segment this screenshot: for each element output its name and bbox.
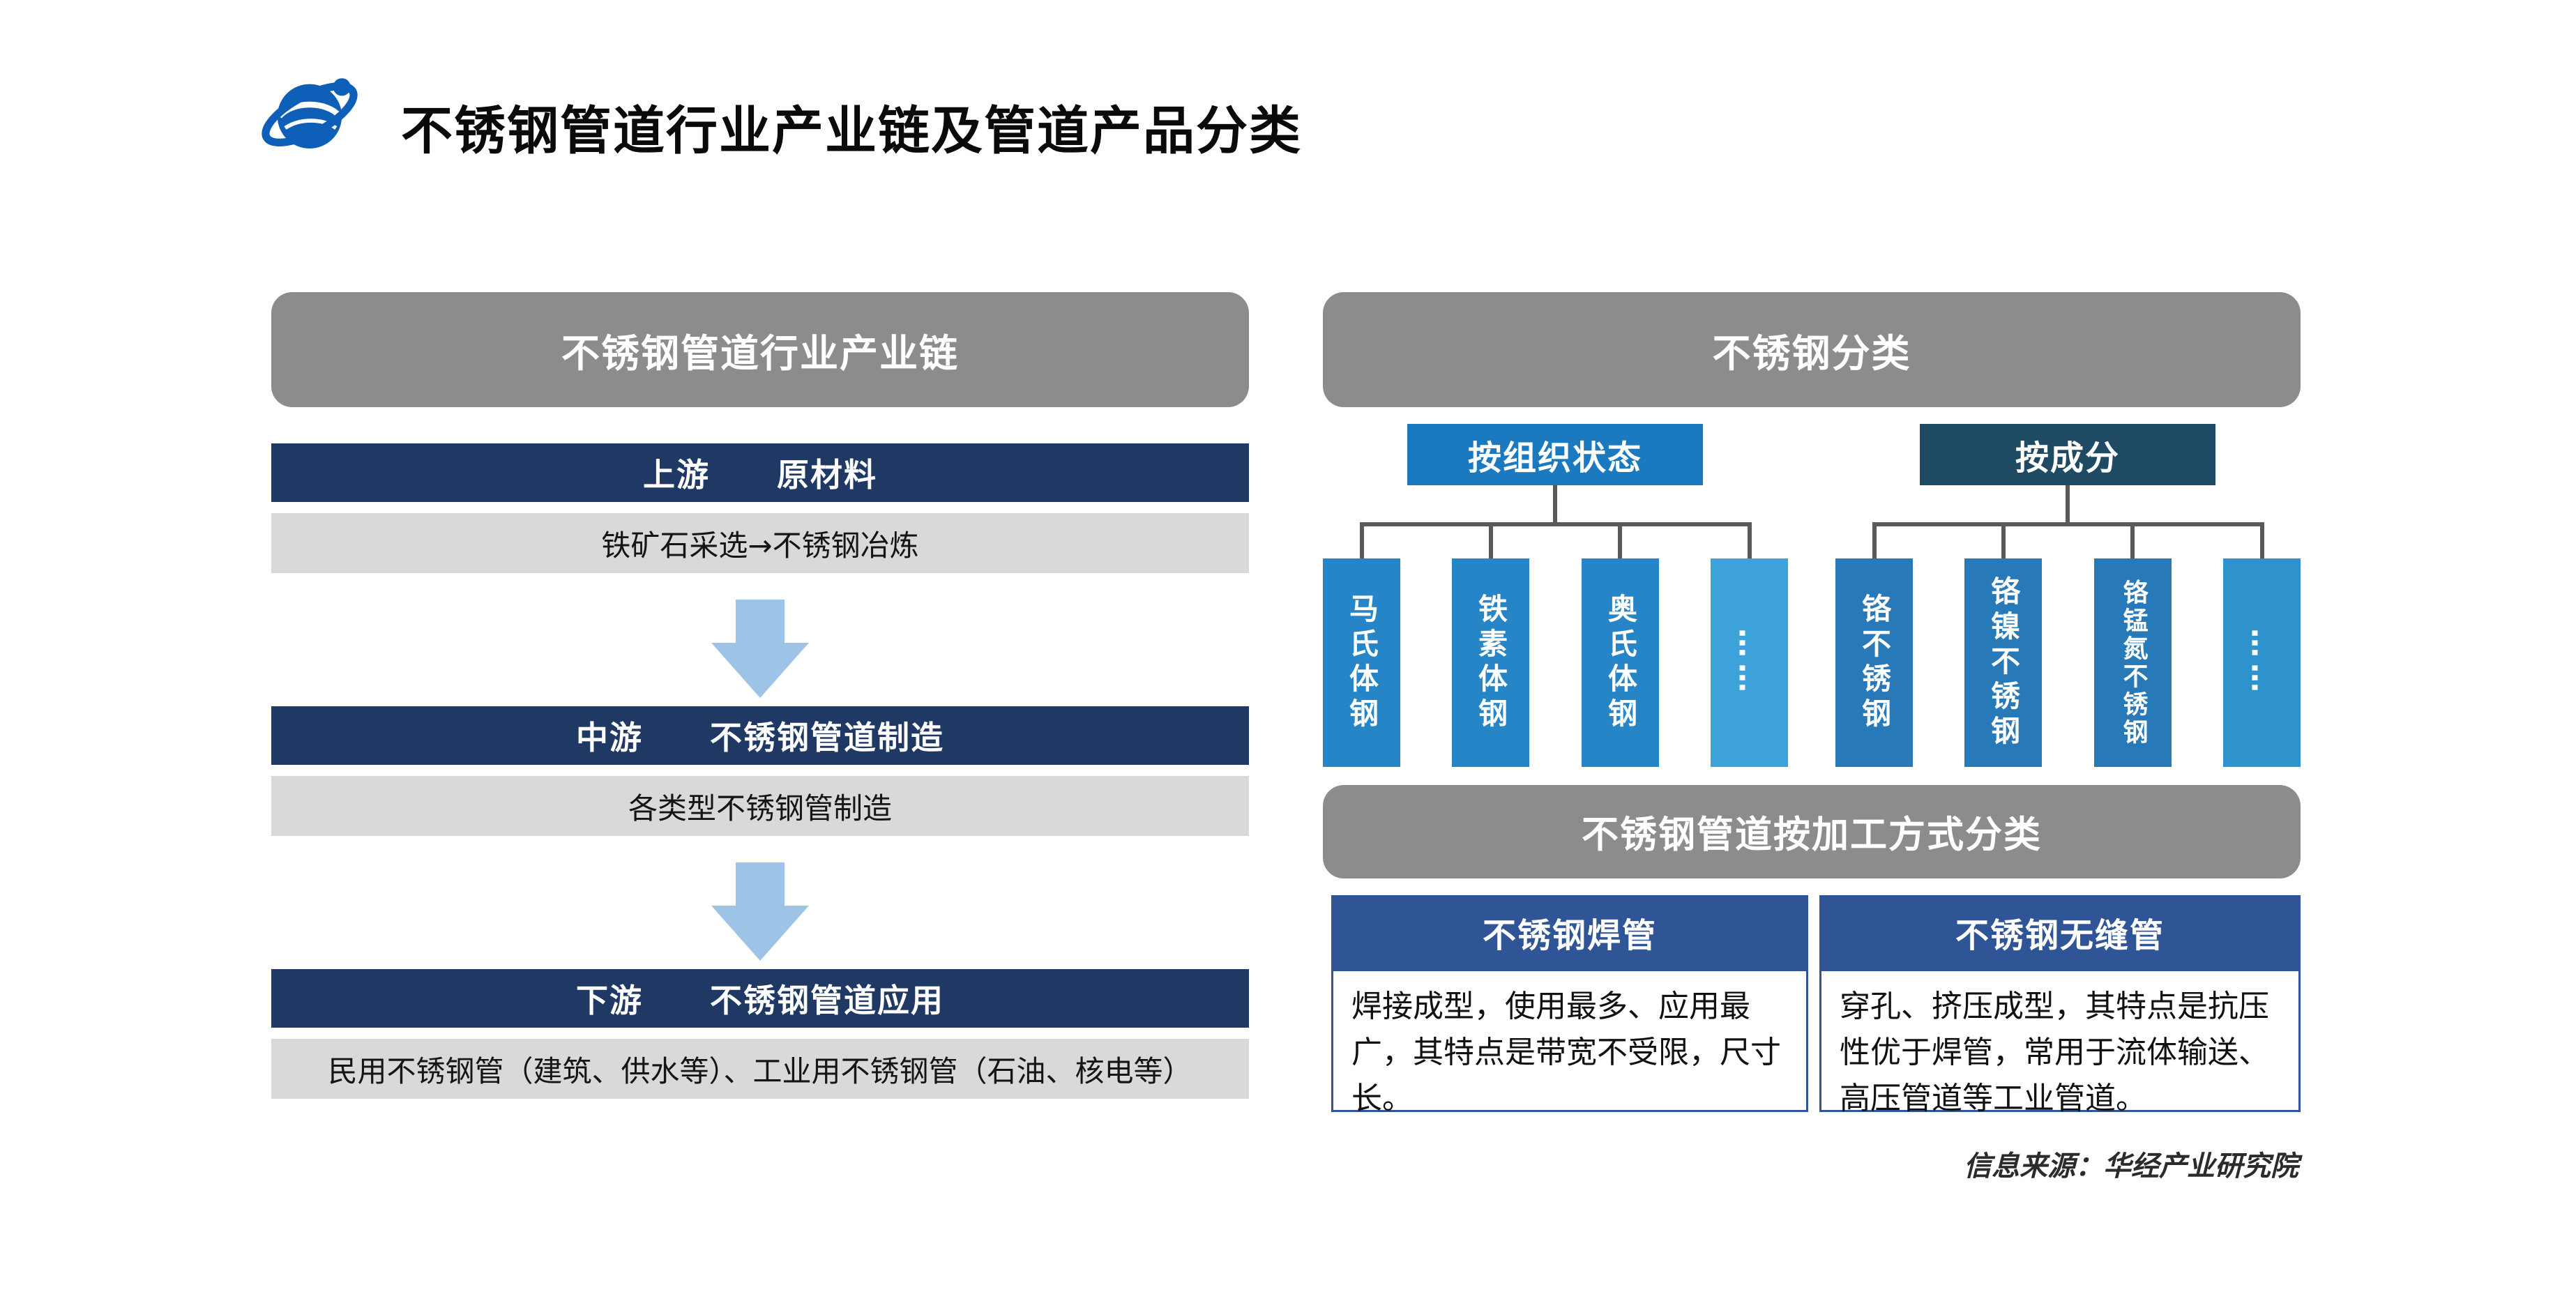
structure-item-ferritic: 铁素体钢 xyxy=(1452,558,1529,767)
connector-line xyxy=(1360,526,1364,558)
structure-item-more: …… xyxy=(1711,558,1788,767)
composition-item-chromium: 铬不锈钢 xyxy=(1835,558,1913,767)
processing-header: 不锈钢管道按加工方式分类 xyxy=(1323,785,2301,878)
connector-line xyxy=(1489,526,1493,558)
down-arrow-icon xyxy=(711,600,809,698)
vertical-item-label: 铁素体钢 xyxy=(1473,593,1508,733)
stage-upstream-label: 上游 原材料 xyxy=(271,443,1249,502)
down-arrow-icon xyxy=(711,862,809,961)
seamless-pipe-title: 不锈钢无缝管 xyxy=(1819,895,2301,969)
welded-pipe-title: 不锈钢焊管 xyxy=(1331,895,1808,969)
seamless-pipe-desc: 穿孔、挤压成型，其特点是抗压性优于焊管，常用于流体输送、高压管道等工业管道。 xyxy=(1819,969,2301,1116)
stage-downstream-desc: 民用不锈钢管（建筑、供水等）、工业用不锈钢管（石油、核电等） xyxy=(271,1039,1249,1099)
connector-line xyxy=(2130,526,2135,558)
connector-line xyxy=(1748,526,1752,558)
vertical-item-label: 奥氏体钢 xyxy=(1603,593,1638,733)
structure-item-martensitic: 马氏体钢 xyxy=(1323,558,1400,767)
vertical-item-label: 铬镍不锈钢 xyxy=(1986,575,2021,750)
vertical-item-label: …… xyxy=(2245,627,2280,698)
connector-line xyxy=(1360,522,1752,526)
stage-upstream-desc: 铁矿石采选→不锈钢冶炼 xyxy=(271,513,1249,573)
classification-header: 不锈钢分类 xyxy=(1323,292,2301,407)
stage-midstream-desc: 各类型不锈钢管制造 xyxy=(271,776,1249,836)
vertical-item-label: 马氏体钢 xyxy=(1344,593,1379,733)
connector-line xyxy=(2066,485,2070,524)
composition-item-chromium-nickel: 铬镍不锈钢 xyxy=(1964,558,2042,767)
vertical-item-label: 铬锰氮不锈钢 xyxy=(2119,579,2148,747)
industry-chain-panel: 不锈钢管道行业产业链 上游 原材料 铁矿石采选→不锈钢冶炼 中游 不锈钢管道制造… xyxy=(271,292,1249,1115)
page-title: 不锈钢管道行业产业链及管道产品分类 xyxy=(401,101,1302,161)
seamless-pipe-box: 不锈钢无缝管 穿孔、挤压成型，其特点是抗压性优于焊管，常用于流体输送、高压管道等… xyxy=(1819,895,2301,1116)
connector-line xyxy=(1618,526,1622,558)
welded-pipe-desc: 焊接成型，使用最多、应用最广，其特点是带宽不受限，尺寸长。 xyxy=(1331,969,1808,1116)
vertical-item-label: 铬不锈钢 xyxy=(1857,593,1892,733)
structure-item-austenitic: 奥氏体钢 xyxy=(1582,558,1659,767)
group-label-by-composition: 按成分 xyxy=(1920,424,2215,485)
stage-downstream-label: 下游 不锈钢管道应用 xyxy=(271,969,1249,1028)
connector-line xyxy=(1872,526,1877,558)
classification-panel: 不锈钢分类 按组织状态 按成分 马氏体钢 铁素体钢 奥氏体钢 …… 铬不锈钢 铬… xyxy=(1323,292,2301,1122)
connector-line xyxy=(1553,485,1557,524)
vertical-item-label: …… xyxy=(1732,627,1767,698)
connector-line xyxy=(1872,522,2264,526)
industry-chain-header: 不锈钢管道行业产业链 xyxy=(271,292,1249,407)
connector-line xyxy=(2001,526,2006,558)
stage-midstream-label: 中游 不锈钢管道制造 xyxy=(271,706,1249,765)
connector-line xyxy=(2260,526,2264,558)
group-label-by-structure: 按组织状态 xyxy=(1407,424,1703,485)
welded-pipe-box: 不锈钢焊管 焊接成型，使用最多、应用最广，其特点是带宽不受限，尺寸长。 xyxy=(1331,895,1808,1116)
company-logo-icon xyxy=(262,78,358,149)
composition-item-cr-mn-n: 铬锰氮不锈钢 xyxy=(2094,558,2172,767)
composition-item-more: …… xyxy=(2223,558,2301,767)
source-note: 信息来源：华经产业研究院 xyxy=(1964,1150,2298,1182)
